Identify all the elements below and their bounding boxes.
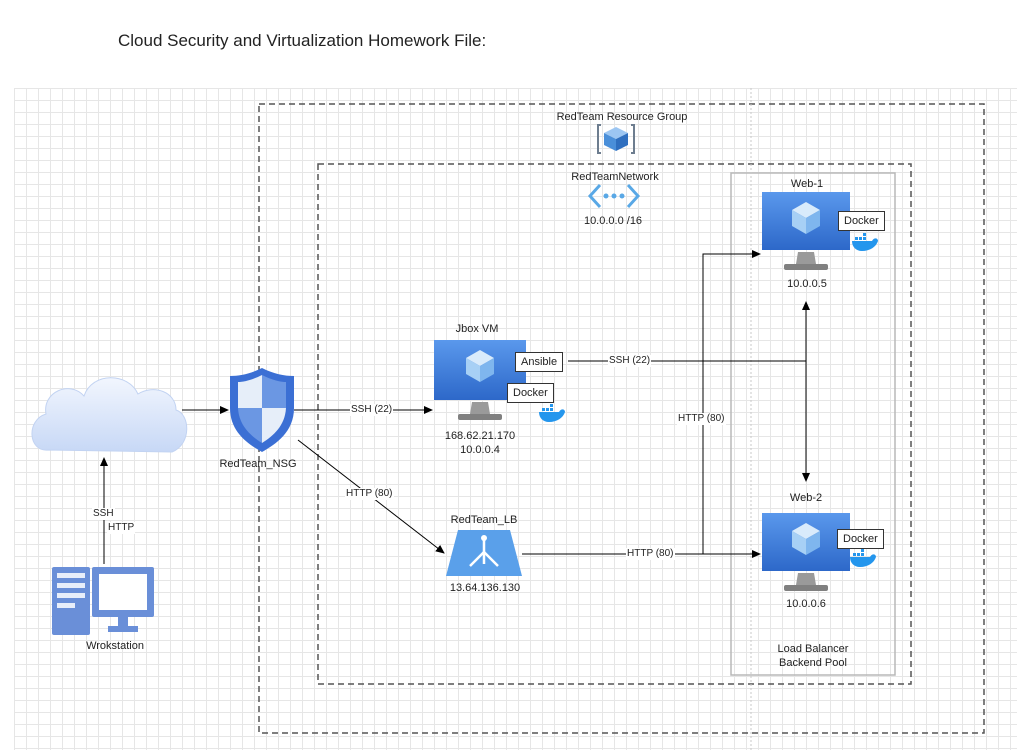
edge-lb-web1 (702, 250, 761, 554)
docker-icon-web1 (852, 233, 878, 251)
resource-group-label: RedTeam Resource Group (556, 111, 688, 123)
workstation-label: Wrokstation (86, 640, 144, 652)
page-title: Cloud Security and Virtualization Homewo… (118, 31, 487, 50)
backend-pool-label-2: Backend Pool (779, 657, 847, 669)
web1-docker-tag: Docker (838, 211, 885, 231)
lb-title: RedTeam_LB (450, 514, 518, 526)
docker-icon-jbox (539, 404, 565, 422)
workstation-http-label: HTTP (107, 522, 136, 534)
backend-pool-boundary (730, 172, 896, 676)
jbox-web-edge-label: SSH (22) (608, 355, 652, 367)
http-vertical-edge-label: HTTP (80) (677, 413, 726, 425)
jbox-private-ip: 10.0.0.4 (460, 444, 500, 456)
load-balancer-icon (446, 530, 522, 576)
web2-vm-icon (762, 513, 850, 591)
web2-title: Web-2 (789, 492, 823, 504)
resource-group-icon (597, 124, 635, 154)
network-cidr: 10.0.0.0 /16 (583, 215, 643, 227)
web2-docker-tag: Docker (837, 529, 884, 549)
shield-icon (230, 368, 294, 452)
jbox-vm-icon (434, 340, 526, 420)
web1-ip: 10.0.0.5 (787, 278, 827, 290)
nsg-jbox-edge-label: SSH (22) (350, 404, 394, 416)
network-label: RedTeamNetwork (571, 171, 659, 183)
vnet-icon (587, 183, 641, 209)
network-boundary (317, 163, 912, 685)
jbox-docker-tag: Docker (507, 383, 554, 403)
workstation-icon (52, 567, 154, 635)
jbox-title: Jbox VM (455, 323, 499, 335)
lb-web-edge-label: HTTP (80) (626, 548, 675, 560)
backend-pool-label-1: Load Balancer (777, 643, 849, 655)
nsg-lb-edge-label: HTTP (80) (345, 488, 394, 500)
workstation-ssh-label: SSH (92, 508, 115, 520)
jbox-public-ip: 168.62.21.170 (444, 430, 516, 442)
jbox-ansible-tag: Ansible (515, 352, 564, 372)
nsg-label: RedTeam_NSG (219, 458, 297, 470)
web2-ip: 10.0.0.6 (786, 598, 826, 610)
web1-title: Web-1 (790, 178, 824, 190)
lb-ip: 13.64.136.130 (449, 582, 521, 594)
cloud-icon (31, 377, 188, 453)
docker-icon-web2 (850, 549, 876, 567)
web1-vm-icon (762, 192, 850, 270)
